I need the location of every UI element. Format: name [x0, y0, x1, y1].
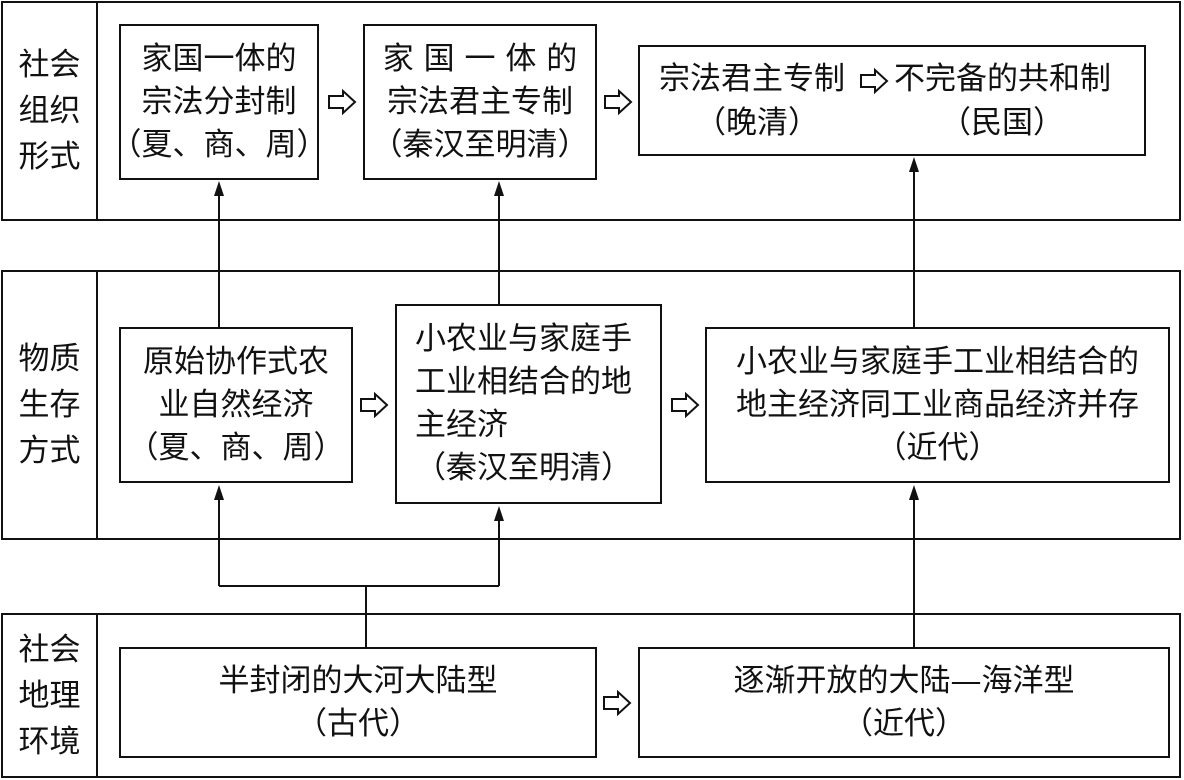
- band-label-social-geography: 社会 地理 环境: [3, 615, 98, 776]
- box-social-org-qin-han-ming-qing: 家 国 一 体 的 宗法君主专制 （秦汉至明清）: [363, 24, 597, 180]
- band-label-line: 方式: [18, 433, 81, 469]
- box-text-line: 逐渐开放的大陆—海洋型: [733, 662, 1075, 699]
- box-text-line: （夏、商、周）: [110, 126, 328, 163]
- box-text-line: （秦汉至明清）: [415, 450, 632, 486]
- box-material-landlord-economy: 小农业与家庭手 工业相结合的地 主经济 （秦汉至明清）: [395, 304, 662, 504]
- box-text-late-qing-period: （晚清）: [695, 105, 819, 141]
- band-label-line: 社会: [18, 631, 81, 668]
- box-text-republic-period: （民国）: [940, 105, 1064, 141]
- box-text-line: 家 国 一 体 的: [382, 40, 578, 77]
- box-text-line: （秦汉至明清）: [371, 126, 589, 163]
- band-label-material-existence: 物质 生存 方式: [3, 272, 98, 538]
- box-material-coexisting-economies: 小农业与家庭手工业相结合的 地主经济同工业商品经济并存 （近代）: [705, 327, 1170, 483]
- box-text-line: 原始协作式农: [143, 343, 329, 380]
- box-text-line: （夏、商、周）: [127, 429, 345, 466]
- box-material-primitive-agriculture: 原始协作式农 业自然经济 （夏、商、周）: [119, 327, 353, 483]
- band-label-line: 组织: [18, 93, 81, 129]
- box-text-line: 小农业与家庭手工业相结合的: [736, 343, 1139, 380]
- box-social-org-xia-shang-zhou: 家国一体的 宗法分封制 （夏、商、周）: [111, 24, 328, 180]
- box-text-line: 业自然经济: [158, 386, 314, 423]
- box-text-line: （近代）: [842, 705, 966, 742]
- box-social-org-late-qing-republic: 宗法君主专制 不完备的共和制 （晚清） （民国）: [638, 45, 1146, 156]
- box-geography-gradually-open: 逐渐开放的大陆—海洋型 （近代）: [638, 647, 1170, 758]
- band-label-line: 物质: [18, 341, 81, 377]
- band-label-line: 形式: [18, 139, 81, 175]
- band-label-line: 地理: [18, 677, 81, 714]
- box-text-line: （古代）: [296, 705, 420, 742]
- band-label-line: 社会: [18, 47, 81, 83]
- band-label-line: 环境: [18, 723, 81, 760]
- box-geography-semi-closed: 半封闭的大河大陆型 （古代）: [119, 647, 597, 758]
- box-text-line: 家国一体的: [141, 40, 297, 77]
- box-text-line: 宗法君主专制: [387, 83, 573, 120]
- box-text-late-qing-system: 宗法君主专制: [659, 61, 845, 97]
- box-text-line: 工业相结合的地: [415, 364, 632, 400]
- box-text-line: 小农业与家庭手: [415, 321, 632, 357]
- box-text-republic-system: 不完备的共和制: [894, 61, 1111, 97]
- box-text-line: （近代）: [875, 429, 1000, 466]
- band-label-line: 生存: [18, 387, 81, 423]
- box-text-line: 地主经济同工业商品经济并存: [736, 386, 1139, 423]
- box-text-line: 宗法分封制: [141, 83, 297, 120]
- box-text-line: 主经济: [415, 407, 508, 443]
- band-label-social-organization: 社会 组织 形式: [3, 3, 98, 219]
- box-text-line: 半封闭的大河大陆型: [218, 662, 498, 699]
